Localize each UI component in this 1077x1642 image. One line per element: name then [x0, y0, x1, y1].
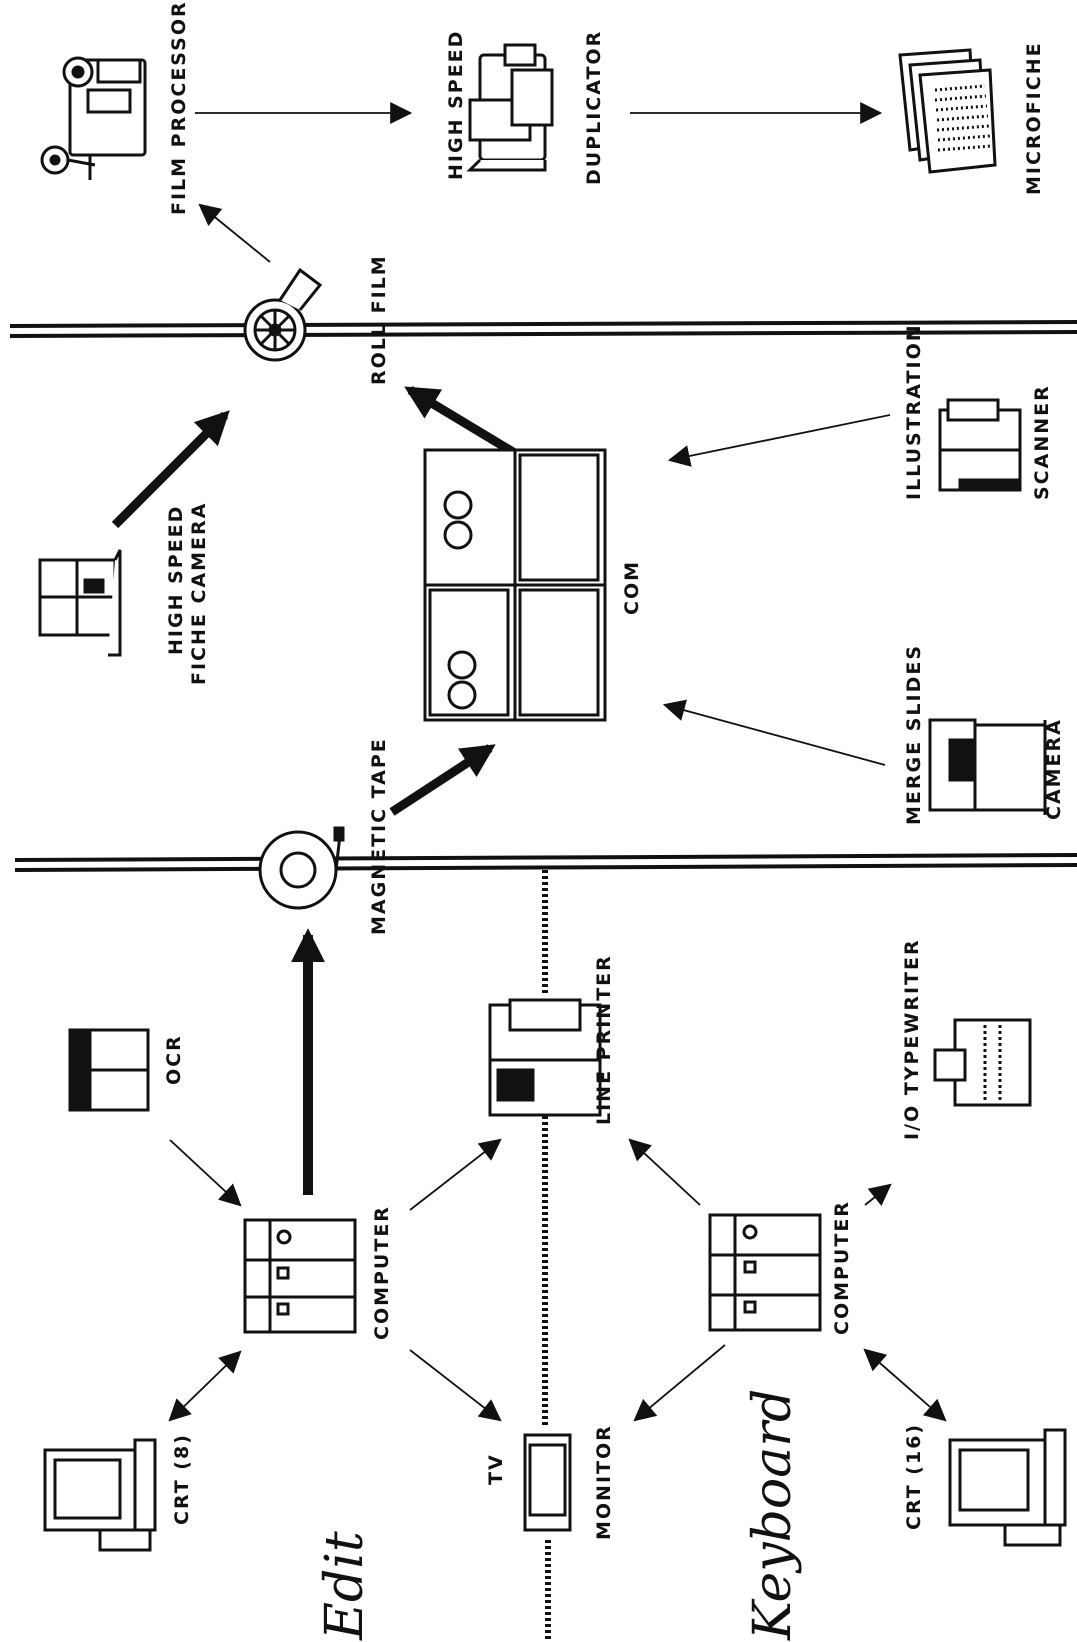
label-crt-8: CRT (8)	[171, 1433, 193, 1525]
label-merge-camera-2: CAMERA	[1043, 718, 1065, 820]
magnetic-tape-icon	[258, 826, 345, 910]
arrow-fichecamera-to-rollfilm	[111, 410, 230, 529]
label-magnetic-tape: MAGNETIC TAPE	[368, 737, 390, 935]
label-film-processor: FILM PROCESSOR	[168, 0, 190, 215]
label-computer-edit: COMPUTER	[371, 1205, 393, 1340]
label-duplicator-2: DUPLICATOR	[583, 30, 605, 185]
arrow-computer2-to-tv	[633, 1344, 726, 1422]
line-printer-icon	[488, 998, 602, 1117]
divider-upper	[9, 320, 1077, 338]
arrow-ocr-to-computer	[169, 1139, 242, 1207]
arrow-computer2-to-lineprinter	[628, 1138, 701, 1206]
com-machine-icon	[423, 448, 607, 722]
arrow-com-to-rollfilm	[404, 386, 521, 459]
divider-lower	[14, 853, 1077, 872]
label-fiche-camera-2: FICHE CAMERA	[188, 502, 210, 685]
io-typewriter-icon	[933, 1018, 1032, 1107]
label-computer-keyboard: COMPUTER	[831, 1200, 853, 1335]
label-roll-film: ROLL FILM	[368, 254, 390, 385]
label-io-typewriter: I/O TYPEWRITER	[901, 938, 923, 1140]
roll-film-icon	[243, 267, 323, 362]
label-illustration-scanner-2: SCANNER	[1031, 384, 1053, 500]
label-line-printer: LINE PRINTER	[593, 954, 615, 1125]
arrow-rollfilm-to-processor	[198, 203, 271, 263]
arrow-merge-camera-to-com	[662, 699, 886, 766]
label-merge-camera-1: MERGE SLIDES	[903, 644, 925, 825]
arrow-scanner-to-com	[667, 414, 891, 467]
arrow-computer2-to-typewriter	[864, 1183, 892, 1206]
computer-edit-icon	[243, 1218, 357, 1334]
arrow-computer-to-lineprinter	[409, 1138, 502, 1211]
label-monitor: MONITOR	[593, 1424, 615, 1540]
duplicator-icon	[466, 43, 554, 172]
label-microfiche: MICROFICHE	[1023, 41, 1045, 195]
arrow-crt8-computer	[168, 1350, 242, 1422]
microfiche-icon	[898, 48, 997, 174]
label-com: COM	[621, 560, 643, 615]
label-tv: TV	[485, 1453, 507, 1485]
arrows	[111, 102, 947, 1422]
label-crt-16: CRT (16)	[903, 1423, 925, 1530]
section-title-keyboard: Keyboard	[743, 1389, 803, 1641]
tv-monitor-icon	[523, 1433, 572, 1532]
label-ocr: OCR	[163, 1034, 185, 1085]
fiche-camera-icon	[38, 549, 122, 657]
ocr-icon	[68, 1028, 150, 1112]
dotted-boundary	[542, 870, 551, 1642]
computer-keyboard-icon	[708, 1213, 822, 1332]
crt-8-icon	[43, 1438, 157, 1552]
arrow-tape-to-com	[389, 744, 496, 816]
illustration-scanner-icon	[938, 398, 1022, 492]
label-duplicator-1: HIGH SPEED	[445, 30, 467, 180]
film-processor-icon	[40, 56, 147, 180]
arrow-computer2-crt16	[863, 1348, 947, 1422]
crt-16-icon	[948, 1428, 1067, 1547]
merge-slides-camera-icon	[928, 718, 1047, 815]
arrow-computer-to-tv	[409, 1349, 502, 1422]
label-fiche-camera-1: HIGH SPEED	[165, 505, 187, 655]
section-title-edit: Edit	[315, 1531, 375, 1641]
label-illustration-scanner-1: ILLUSTRATION	[903, 323, 925, 500]
